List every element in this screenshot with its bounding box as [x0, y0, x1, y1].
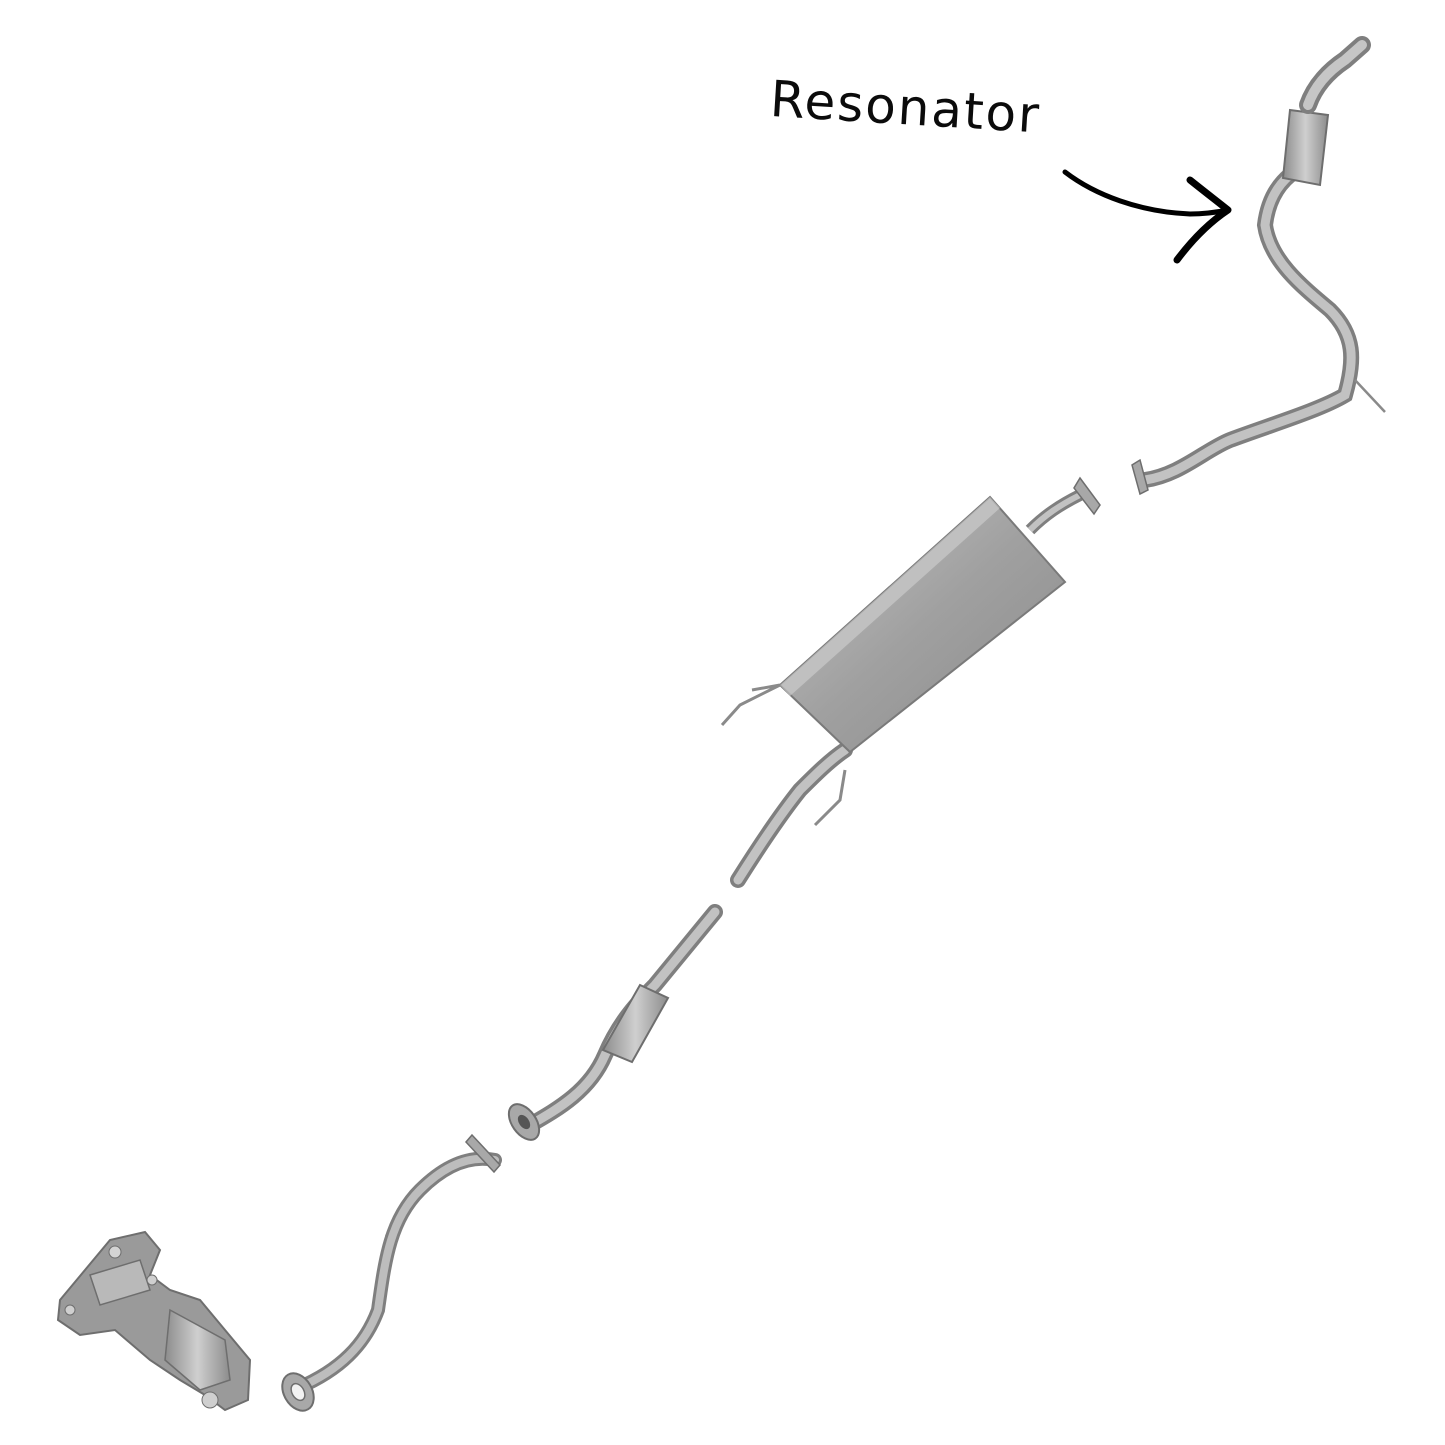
exhaust-manifold-catalytic-converter [56, 1230, 252, 1412]
resonator-tail-pipe [1131, 36, 1386, 496]
catalytic-converter-pipe [507, 904, 723, 1141]
muffler [720, 476, 1101, 888]
front-pipe [281, 1133, 502, 1412]
resonator-callout-arrow [1062, 169, 1232, 264]
